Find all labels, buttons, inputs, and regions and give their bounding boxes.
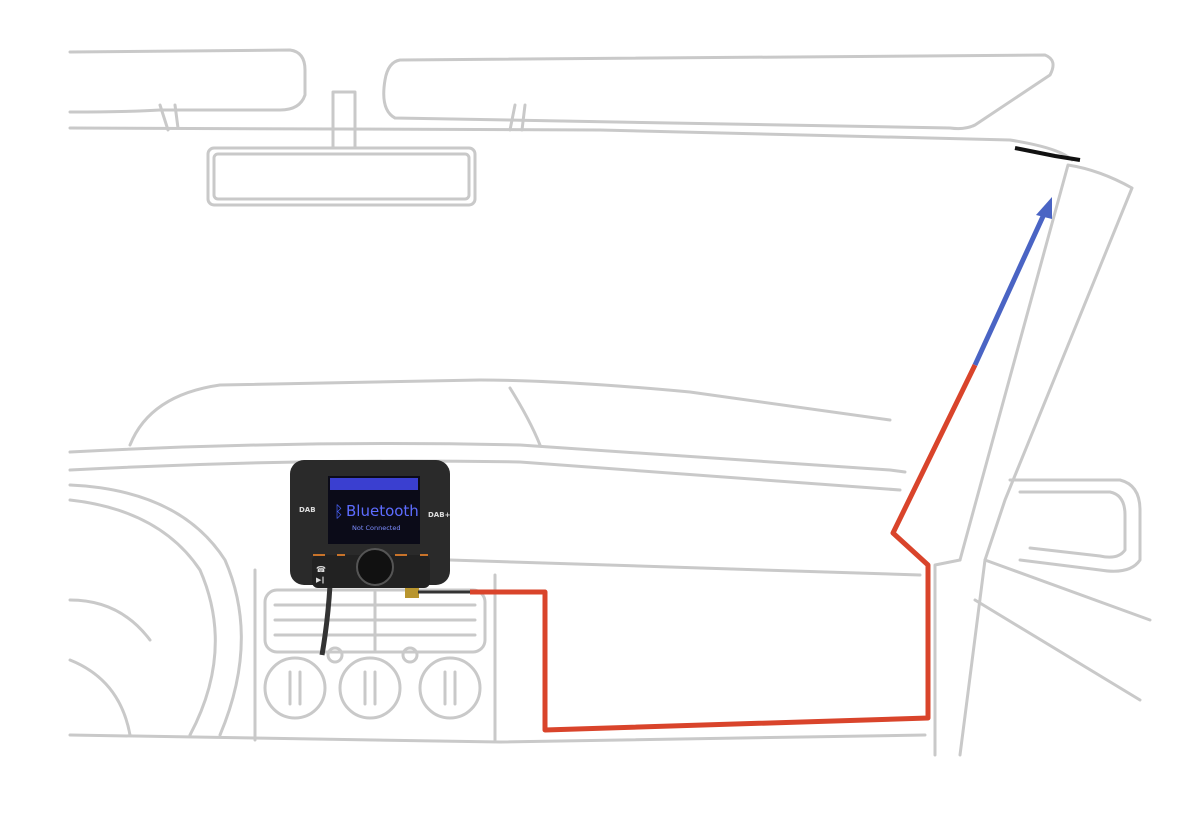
play-pause-icon: ▶∥ [316,576,325,584]
climate-knob-left [263,656,327,720]
arrow-head-icon [1036,197,1052,219]
rearview-mirror [206,146,477,207]
vent-slats [273,590,477,652]
dab-bluetooth-device: ᛒ Bluetooth Not Connected DAB DAB+ ☎ ▶∥ [290,460,470,656]
small-button-left [326,646,344,664]
air-vents [263,588,487,654]
screen-top-bar [330,478,418,490]
dashboard-lower [68,558,927,744]
antenna-connector [405,586,419,598]
left-visor-clip [158,103,180,132]
climate-knob-right [418,656,482,720]
roof-cable [1014,146,1081,162]
center-console [253,568,497,742]
left-sun-visor [68,48,307,114]
red-cable [470,363,978,733]
knob-grips [288,670,457,706]
dashboard-hood-inner [508,386,542,447]
car-interior-sketch [68,48,1152,757]
bluetooth-icon: ᛒ [334,502,344,521]
climate-knob-center [338,656,402,720]
a-pillar [958,163,1134,562]
steering-wheel [68,483,243,737]
dashboard-edge [68,459,902,492]
right-logo: DAB+ [428,511,451,519]
blue-cable [972,210,1048,367]
left-logo: DAB [299,506,316,514]
dashboard-hood [128,378,892,447]
dashboard-top [68,442,907,474]
mirror-stem [331,90,357,150]
door-line [973,558,1152,702]
screen-title: Bluetooth [346,502,419,520]
rearview-mirror-inner [212,152,471,201]
small-button-right [401,646,419,664]
right-visor-clip [508,103,527,132]
right-sun-visor [382,53,1055,131]
screen-status: Not Connected [352,524,400,532]
control-knob[interactable] [356,548,394,586]
phone-icon: ☎ [316,565,326,574]
side-mirror [1008,478,1142,573]
device-cable [319,584,333,656]
cable-route [470,146,1081,733]
a-pillar-base [933,558,987,757]
